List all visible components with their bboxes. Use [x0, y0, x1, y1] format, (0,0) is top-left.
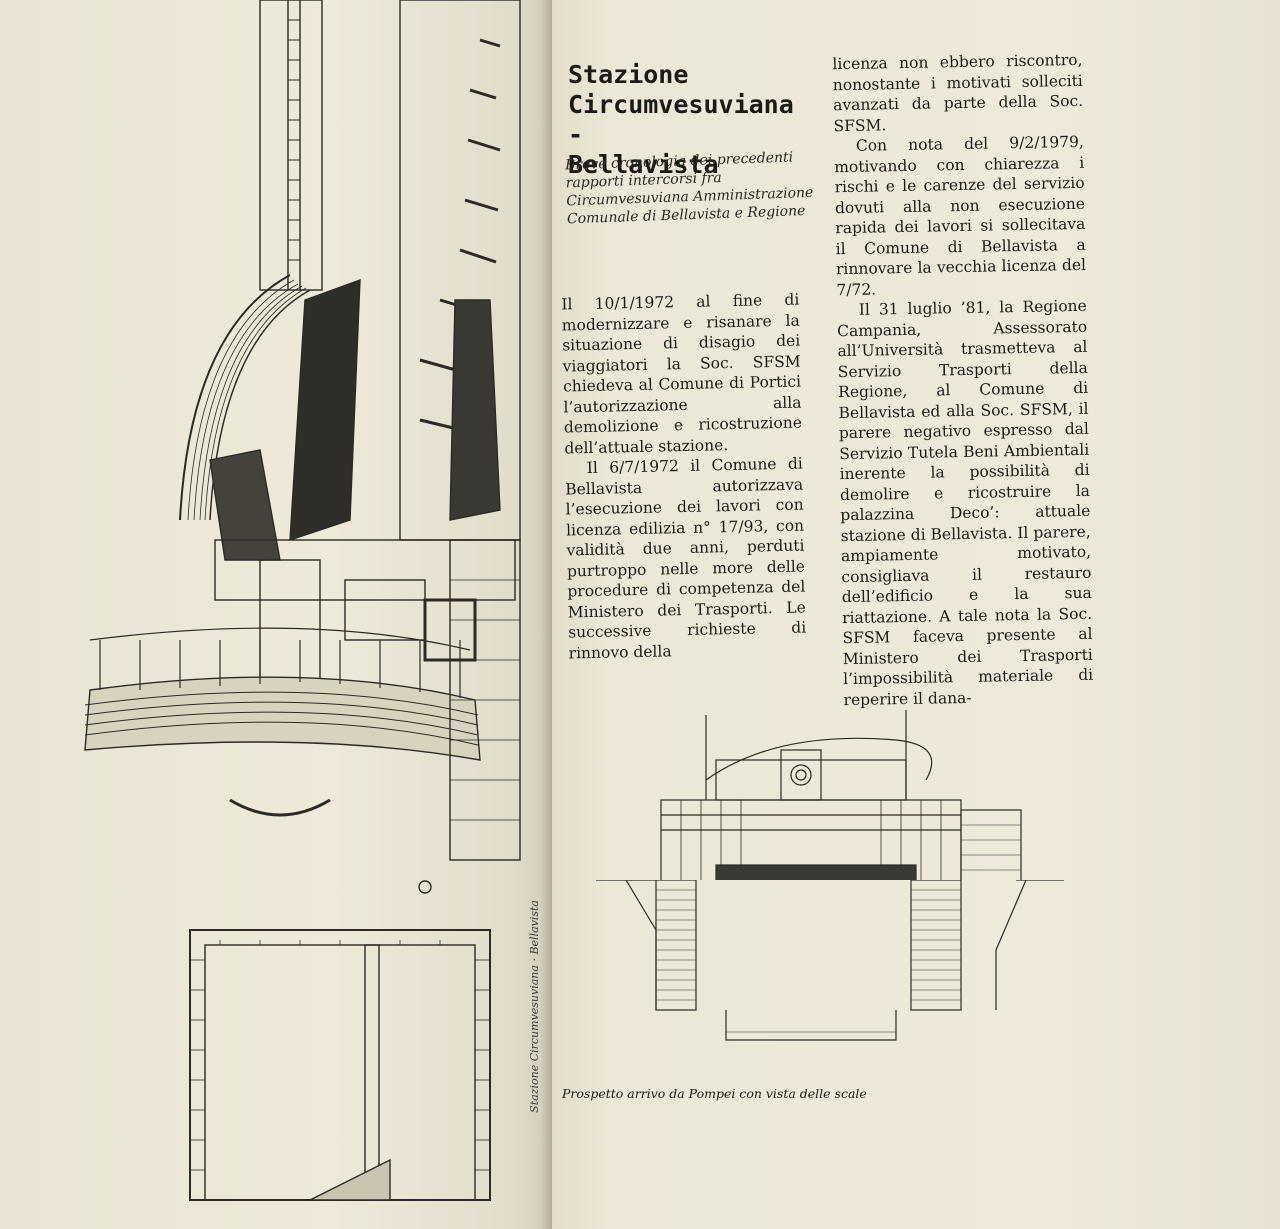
title-line: Bellavista [568, 150, 719, 179]
right-page [552, 0, 1280, 1229]
page-subtitle: Breve cronologia dei precedenti rapporti… [564, 149, 814, 228]
station-elevation-drawing [660, 710, 1022, 880]
paragraph: Il 6/7/1972 il Comune di Bellavista auto… [565, 454, 807, 662]
figure-caption: Prospetto arrivo da Pompei con vista del… [562, 1086, 867, 1101]
paragraph: licenza non ebbero riscontro, nonostante… [832, 50, 1084, 135]
paragraph: Con nota del 9/2/1979, motivando con chi… [834, 132, 1087, 299]
title-line: Stazione [568, 60, 689, 89]
paragraph: Il 10/1/1972 al fine di modernizzare e r… [561, 290, 803, 457]
stair-section-drawing [596, 880, 1064, 1041]
page-title: Stazione Circumvesuviana - Bellavista [568, 60, 818, 180]
text-column-2: licenza non ebbero riscontro, nonostante… [832, 50, 1093, 710]
axonometric-drawing [84, 0, 521, 1201]
left-page: Stazione Circumvesuviana · Bellavista [0, 0, 556, 1229]
text-column-1: Il 10/1/1972 al fine di modernizzare e r… [561, 290, 807, 664]
title-line: Circumvesuviana - [568, 90, 794, 149]
paragraph: Il 31 luglio ’81, la Regione Campania, A… [836, 296, 1094, 709]
